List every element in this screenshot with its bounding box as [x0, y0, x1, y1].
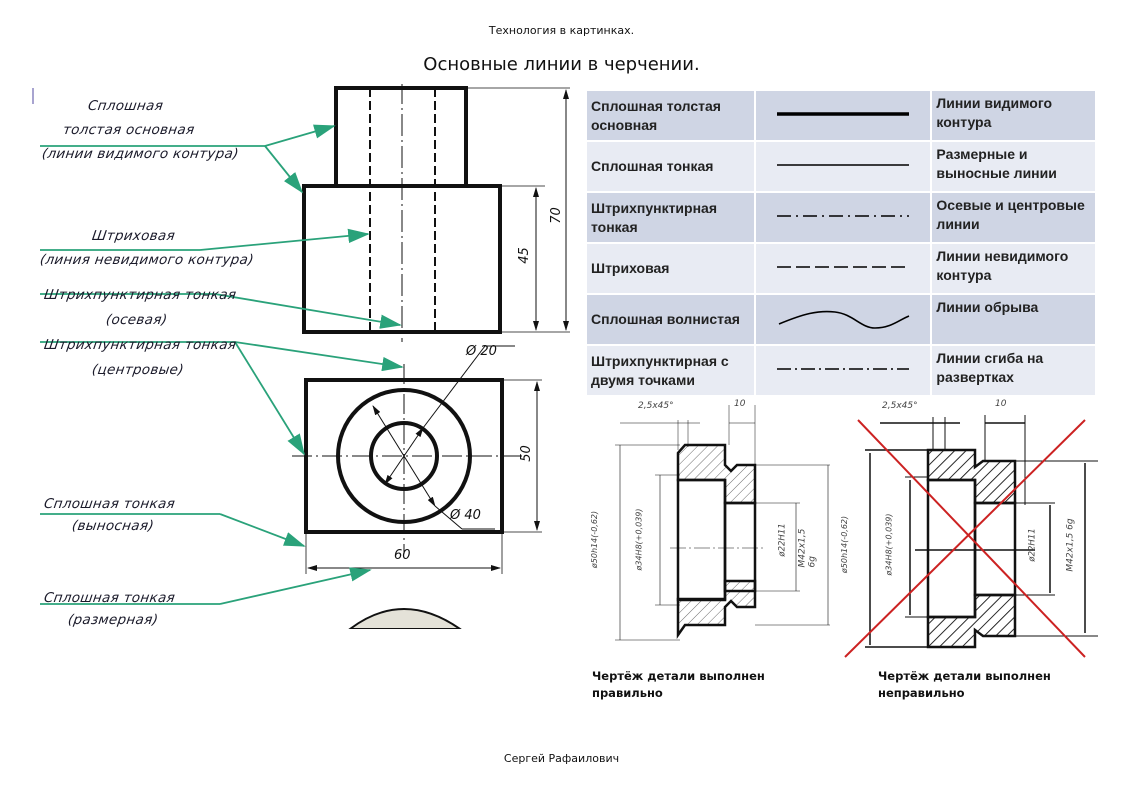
table-row: Сплошная толстая основная Линии видимого…: [584, 89, 1097, 142]
line-name: Штрихпунктирная с двумя точками: [584, 344, 757, 397]
line-name: Штриховая: [584, 242, 757, 295]
dim-outer-diam: ø50h14(-0,62): [590, 510, 600, 569]
line-purpose: Размерные и выносные линии: [930, 140, 1097, 193]
table-row: Штрихпунктирная с двумя точками Линии сг…: [584, 344, 1097, 397]
line-sample-dash-dot: [754, 191, 933, 244]
dim-label-60: 60: [394, 548, 411, 563]
label-center-2: (центровые): [90, 362, 185, 378]
line-sample-dash-double-dot: [754, 344, 933, 397]
dim-bore-diam: ø34H8(+0,039): [884, 513, 894, 576]
caption-correct: Чертёж детали выполнен правильно: [592, 668, 765, 702]
page-subtitle: Технология в картинках.: [488, 24, 635, 37]
caption-correct-line-1: Чертёж детали выполнен: [592, 669, 765, 683]
dim-inner-diam: ø22H11: [1027, 528, 1038, 562]
line-name: Сплошная волнистая: [584, 293, 757, 346]
line-sample-dashed: [754, 242, 933, 295]
caption-wrong-line-2: неправильно: [878, 686, 965, 700]
line-name: Сплошная толстая основная: [584, 89, 757, 142]
line-sample-wavy: [754, 293, 933, 346]
red-cross-line-1: [857, 419, 1086, 658]
part-drawing-wrong: 2,5x45° 10 ø50h14(-0,62) ø34H8(+0,039) ø…: [840, 395, 1100, 660]
line-types-drawing: Сплошная толстая основная (линии видимог…: [30, 84, 590, 629]
page-title: Основные линии в черчении.: [423, 54, 700, 75]
line-sample-solid-thin: [754, 140, 933, 193]
caption-wrong-line-1: Чертёж детали выполнен: [878, 669, 1051, 683]
dim-thread: M42x1,5 6g: [1065, 518, 1076, 572]
dim-outer-diam: ø50h14(-0,62): [840, 515, 850, 574]
label-extension-2: (выносная): [70, 518, 156, 534]
label-axial-2: (осевая): [104, 312, 169, 328]
line-sample-solid-thick: [754, 89, 933, 142]
line-purpose: Осевые и центровые линии: [930, 191, 1097, 244]
dim-inner-diam: ø22H11: [777, 523, 788, 557]
top-view: [292, 345, 542, 629]
dim-length: 10: [995, 399, 1007, 409]
line-name: Сплошная тонкая: [584, 140, 757, 193]
part-drawing-correct: 2,5x45° 10 ø50h14(-0,62) ø34H8(+0,039) ø…: [590, 395, 830, 645]
line-purpose: Линии обрыва: [930, 293, 1097, 346]
label-extension-1: Сплошная тонкая: [42, 496, 177, 512]
dim-label-70: 70: [548, 207, 564, 224]
technical-drawing-svg: [32, 84, 570, 629]
table-row: Сплошная волнистая Линии обрыва: [584, 293, 1097, 346]
dim-thread: M42x1,5 6g: [797, 528, 818, 568]
line-purpose: Линии сгиба на развертках: [930, 344, 1097, 397]
label-axial-1: Штрихпунктирная тонкая: [42, 287, 238, 303]
table-row: Сплошная тонкая Размерные и выносные лин…: [584, 140, 1097, 193]
caption-correct-line-2: правильно: [592, 686, 663, 700]
label-dashed-1: Штриховая: [90, 228, 177, 244]
part-drawing-correct-svg: [615, 405, 830, 641]
label-solid-thick-1: Сплошная: [86, 98, 165, 114]
label-dimension-1: Сплошная тонкая: [42, 590, 177, 606]
label-dashed-2: (линия невидимого контура): [38, 252, 255, 268]
dim-label-d20: Ø 20: [466, 344, 497, 359]
label-solid-thick-3: (линии видимого контура): [40, 146, 240, 162]
front-view: [302, 84, 570, 342]
label-dimension-2: (размерная): [66, 612, 160, 628]
dim-label-d40: Ø 40: [450, 508, 481, 523]
caption-wrong: Чертёж детали выполнен неправильно: [878, 668, 1051, 702]
line-types-table: Сплошная толстая основная Линии видимого…: [584, 89, 1097, 397]
label-center-1: Штрихпунктирная тонкая: [42, 337, 238, 353]
footer-author: Сергей Рафаилович: [503, 752, 620, 765]
top-boss-outline: [334, 86, 468, 188]
table-row: Штрихпунктирная тонкая Осевые и центровы…: [584, 191, 1097, 244]
table-row: Штриховая Линии невидимого контура: [584, 242, 1097, 295]
line-purpose: Линии видимого контура: [930, 89, 1097, 142]
label-solid-thick-2: толстая основная: [61, 122, 196, 138]
dim-chamfer: 2,5x45°: [882, 401, 918, 411]
line-purpose: Линии невидимого контура: [930, 242, 1097, 295]
leader-lines: [40, 124, 404, 605]
dim-bore-diam: ø34H8(+0,039): [634, 508, 644, 571]
red-cross-line-2: [844, 419, 1086, 658]
line-name: Штрихпунктирная тонкая: [584, 191, 757, 244]
part-drawing-wrong-svg: [844, 415, 1098, 658]
dim-chamfer: 2,5x45°: [638, 401, 674, 411]
partial-view: [348, 608, 462, 629]
dim-length: 10: [734, 399, 746, 409]
dim-label-45: 45: [516, 247, 532, 264]
dim-label-50: 50: [518, 445, 534, 462]
